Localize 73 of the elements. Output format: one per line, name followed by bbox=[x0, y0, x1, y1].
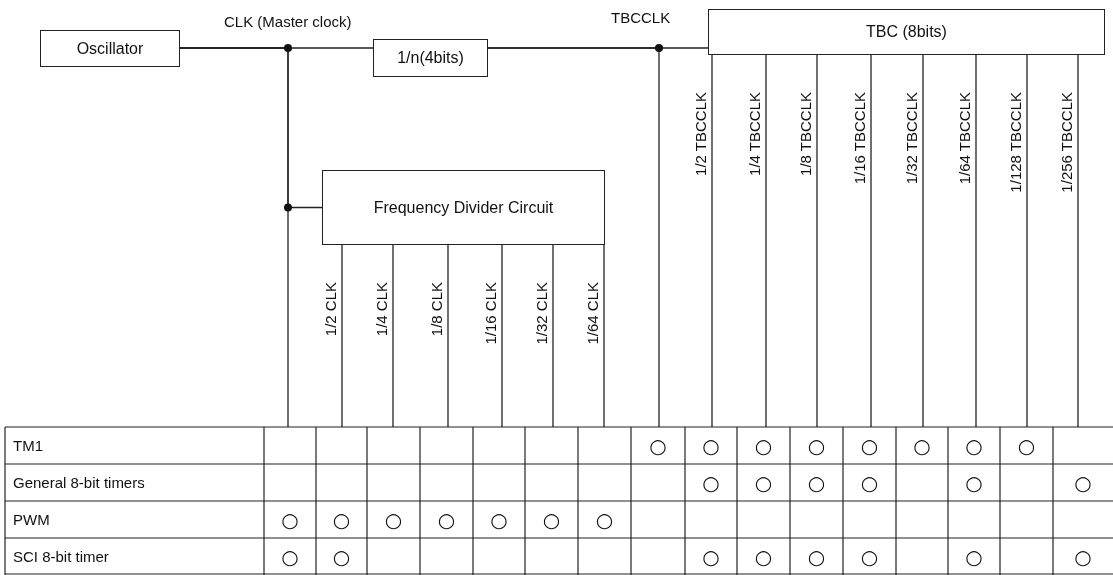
row-label: SCI 8-bit timer bbox=[13, 548, 109, 564]
connector-line bbox=[711, 54, 713, 428]
row-label: General 8-bit timers bbox=[13, 474, 145, 490]
circle-mark: ○ bbox=[542, 509, 561, 530]
block-box bbox=[373, 39, 488, 77]
block-box bbox=[40, 30, 180, 67]
circle-mark: ○ bbox=[437, 509, 456, 530]
circle-mark: ○ bbox=[860, 546, 879, 567]
circle-mark: ○ bbox=[649, 435, 667, 456]
circle-mark: ○ bbox=[332, 509, 351, 530]
circle-mark: ○ bbox=[1074, 472, 1092, 493]
signal-label: 1/2 TBCCLK bbox=[693, 92, 708, 176]
signal-label: 1/16 TBCCLK bbox=[852, 92, 867, 185]
circle-mark: ○ bbox=[702, 546, 720, 567]
connector-line bbox=[341, 244, 343, 428]
circle-mark: ○ bbox=[807, 546, 826, 567]
signal-label: 1/16 CLK bbox=[483, 282, 498, 345]
signal-label: 1/8 TBCCLK bbox=[798, 92, 813, 176]
circle-mark: ○ bbox=[754, 546, 773, 567]
circle-mark: ○ bbox=[913, 435, 931, 456]
block-box bbox=[708, 9, 1105, 55]
circle-mark: ○ bbox=[281, 546, 299, 567]
connector-line bbox=[1077, 54, 1079, 428]
circle-mark: ○ bbox=[595, 509, 614, 530]
signal-label: 1/4 TBCCLK bbox=[747, 92, 762, 176]
circle-mark: ○ bbox=[754, 472, 773, 493]
connector-line bbox=[487, 47, 660, 428]
block-box bbox=[322, 170, 605, 245]
signal-label: 1/4 CLK bbox=[374, 282, 389, 337]
block-label: Frequency Divider Circuit bbox=[373, 198, 554, 217]
signal-label: TBCCLK bbox=[611, 10, 671, 25]
signal-label: 1/64 TBCCLK bbox=[957, 92, 972, 185]
connector-line bbox=[501, 244, 503, 428]
circle-mark: ○ bbox=[807, 435, 826, 456]
row-label: TM1 bbox=[13, 437, 43, 453]
connector-line bbox=[1026, 54, 1028, 428]
circle-mark: ○ bbox=[702, 472, 720, 493]
connector-line bbox=[447, 244, 449, 428]
signal-label: 1/256 TBCCLK bbox=[1059, 92, 1074, 193]
circle-mark: ○ bbox=[332, 546, 351, 567]
block-label: Oscillator bbox=[76, 39, 144, 58]
circle-mark: ○ bbox=[807, 472, 826, 493]
signal-label: 1/32 CLK bbox=[534, 282, 549, 345]
signal-label: 1/64 CLK bbox=[585, 282, 600, 345]
connector-line bbox=[975, 54, 977, 428]
circle-mark: ○ bbox=[1074, 546, 1092, 567]
signal-label: 1/32 TBCCLK bbox=[904, 92, 919, 185]
circle-mark: ○ bbox=[702, 435, 720, 456]
circle-mark: ○ bbox=[1017, 435, 1036, 456]
circle-mark: ○ bbox=[384, 509, 403, 530]
connector-line bbox=[816, 54, 818, 428]
circle-mark: ○ bbox=[965, 472, 983, 493]
block-label: TBC (8bits) bbox=[866, 23, 947, 41]
circle-mark: ○ bbox=[965, 435, 983, 456]
row-label: PWM bbox=[13, 511, 50, 527]
connector-line bbox=[603, 244, 605, 428]
block-label: 1/n(4bits) bbox=[397, 49, 464, 67]
circle-mark: ○ bbox=[490, 509, 508, 530]
signal-label: 1/128 TBCCLK bbox=[1008, 92, 1023, 193]
connector-line bbox=[552, 244, 554, 428]
connector-line bbox=[870, 54, 872, 428]
signal-label: 1/2 CLK bbox=[323, 282, 338, 337]
connector-line bbox=[179, 47, 289, 428]
signal-label: CLK (Master clock) bbox=[224, 14, 352, 29]
connector-line bbox=[922, 54, 924, 428]
connector-line bbox=[392, 244, 394, 428]
connector-line bbox=[765, 54, 767, 428]
circle-mark: ○ bbox=[754, 435, 773, 456]
circle-mark: ○ bbox=[860, 435, 879, 456]
signal-label: 1/8 CLK bbox=[429, 282, 444, 337]
circle-mark: ○ bbox=[281, 509, 299, 530]
circle-mark: ○ bbox=[965, 546, 983, 567]
circle-mark: ○ bbox=[860, 472, 879, 493]
